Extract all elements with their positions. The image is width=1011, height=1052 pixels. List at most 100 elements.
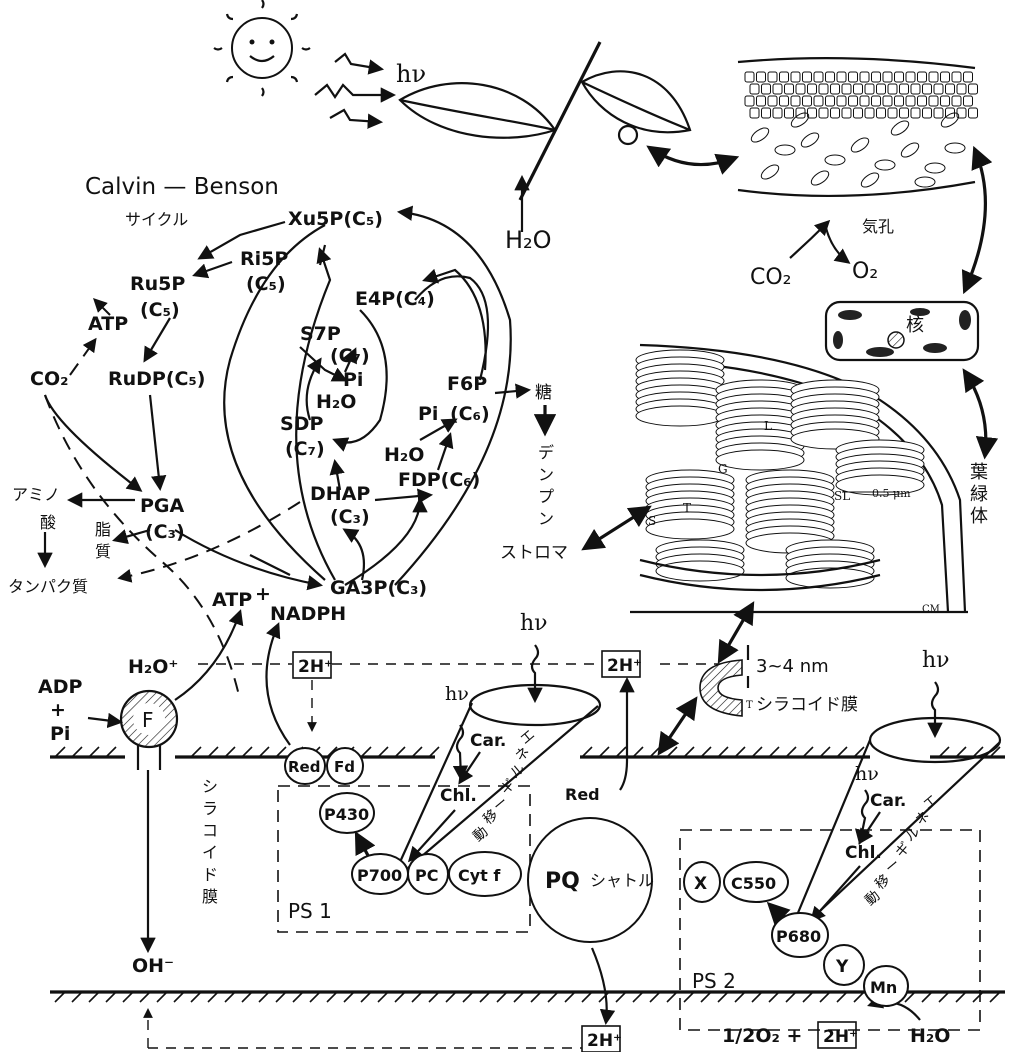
svg-text:S: S: [648, 514, 656, 528]
pq-label: PQ: [545, 869, 580, 894]
svg-text:Pi: Pi: [50, 723, 70, 745]
svg-text:SL: SL: [834, 489, 850, 503]
chloroplast-label-3: 体: [970, 506, 988, 527]
o2-label: O₂: [852, 259, 878, 284]
pga: PGA: [140, 495, 185, 517]
p680: P680: [776, 927, 821, 946]
svg-text:デ: デ: [538, 443, 554, 462]
svg-text:+: +: [50, 699, 66, 721]
svg-text:Pi: Pi: [418, 403, 438, 425]
atp-bottom: ATP: [212, 589, 252, 611]
svg-text:2H⁺: 2H⁺: [587, 1031, 622, 1051]
svg-text:ル: ル: [507, 761, 528, 782]
svg-text:動: 動: [470, 824, 491, 845]
xu5p: Xu5P(C₅): [288, 208, 383, 230]
chloroplast-label-1: 葉: [970, 462, 988, 483]
cyt-f: Cyt f: [458, 866, 501, 885]
co2-label: CO₂: [750, 265, 792, 290]
svg-text:Chl.: Chl.: [440, 786, 477, 806]
pq-red: Red: [565, 785, 600, 804]
proton-box-3: 2H⁺: [582, 1026, 622, 1052]
rudp: RuDP(C₅): [108, 368, 206, 390]
ps2-x: X: [694, 874, 707, 894]
svg-text:コ: コ: [202, 821, 218, 840]
atp-top: ATP: [88, 313, 128, 335]
svg-text:Car.: Car.: [470, 731, 506, 751]
svg-text:(C₆): (C₆): [450, 403, 490, 425]
svg-text:膜: 膜: [202, 887, 218, 906]
svg-text:ン: ン: [538, 509, 554, 528]
svg-text:+: +: [255, 583, 271, 605]
hydroxide: OH⁻: [132, 955, 174, 977]
svg-text:0.5 μm: 0.5 μm: [872, 487, 911, 500]
chloroplast-diagram: [630, 345, 968, 612]
mn: Mn: [870, 978, 897, 997]
svg-text:ラ: ラ: [202, 799, 218, 818]
leaf-cross-section: [738, 58, 978, 196]
cell-diagram: [826, 302, 978, 360]
svg-text:ノ: ノ: [44, 485, 60, 504]
protein-label: タンパク質: [8, 577, 88, 596]
pc: PC: [415, 866, 438, 885]
sun-icon: [214, 0, 310, 96]
svg-text:ド: ド: [202, 865, 218, 884]
water-split-label: 1/2O₂ +: [722, 1025, 802, 1047]
svg-text:脂: 脂: [95, 520, 111, 539]
f-label: F: [142, 708, 154, 732]
svg-text:ADP: ADP: [38, 676, 82, 698]
zoom-arrow-cell: [965, 150, 985, 290]
water-label: H₂O: [505, 226, 552, 254]
svg-text:(C₇): (C₇): [285, 438, 325, 460]
c550: C550: [731, 874, 776, 893]
svg-text:G: G: [718, 462, 728, 476]
membrane-bottom: [50, 992, 1005, 1002]
svg-text:質: 質: [95, 542, 111, 561]
svg-text:2H⁺: 2H⁺: [298, 657, 333, 677]
proton-box-2: 2H⁺: [602, 651, 642, 677]
p700: P700: [357, 866, 402, 885]
water-h2o: H₂O: [910, 1025, 950, 1047]
svg-text:酸: 酸: [40, 513, 56, 532]
sugar-label: 糖: [535, 383, 552, 403]
ps1-fd: Fd: [334, 758, 355, 776]
hv-label: hν: [396, 60, 426, 88]
svg-text:H₂O: H₂O: [384, 444, 424, 466]
calvin-title: Calvin — Benson: [85, 174, 279, 200]
ps2-label: PS 2: [692, 969, 736, 993]
svg-text:2H⁺: 2H⁺: [607, 656, 642, 676]
pq-shuttle: PQ シャトル Red: [528, 785, 654, 942]
nucleus-label: 核: [906, 315, 924, 336]
svg-text:Chl.: Chl.: [845, 843, 882, 863]
svg-text:Car.: Car.: [870, 791, 906, 811]
p430: P430: [324, 805, 369, 824]
svg-text:(C₃): (C₃): [330, 506, 370, 528]
zoom-arrow-leaf: [650, 148, 735, 165]
ps1-red: Red: [288, 758, 320, 776]
svg-text:L: L: [764, 419, 772, 433]
svg-text:(C₅): (C₅): [246, 273, 286, 295]
ru5p: Ru5P: [130, 273, 185, 295]
thickness-label: 3~4 nm: [756, 656, 829, 677]
pq-shuttle-label: シャトル: [590, 871, 654, 890]
svg-text:H₂O: H₂O: [316, 391, 356, 413]
svg-text:(C₅): (C₅): [140, 299, 180, 321]
ps1-label: PS 1: [288, 899, 332, 923]
svg-text:ア: ア: [12, 485, 28, 504]
chloroplast-label-2: 緑: [970, 484, 988, 505]
proton-box-1: 2H⁺: [293, 652, 333, 678]
svg-text:CM: CM: [922, 604, 940, 615]
svg-text:ン: ン: [538, 465, 554, 484]
plant-leaves: [400, 42, 690, 200]
svg-text:T: T: [683, 501, 691, 515]
s7p: S7P: [300, 323, 341, 345]
light-rays: [315, 54, 393, 122]
zoom-arrow-chloroplast: [965, 372, 986, 455]
nadph: NADPH: [270, 603, 346, 625]
svg-text:T: T: [746, 700, 753, 711]
sdp: SDP: [280, 413, 323, 435]
svg-text:イ: イ: [202, 843, 218, 862]
svg-text:シ: シ: [202, 777, 218, 796]
calvin-cycle: Calvin — Benson サイクル Xu5P(C₅) Ri5P (C₅) …: [8, 174, 554, 700]
svg-text:ミ: ミ: [28, 485, 44, 504]
